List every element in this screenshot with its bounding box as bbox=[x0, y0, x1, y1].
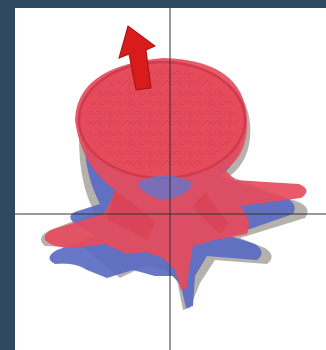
vertebra-illustration bbox=[15, 8, 326, 350]
image-canvas bbox=[15, 8, 326, 350]
axis-lines bbox=[15, 8, 326, 350]
